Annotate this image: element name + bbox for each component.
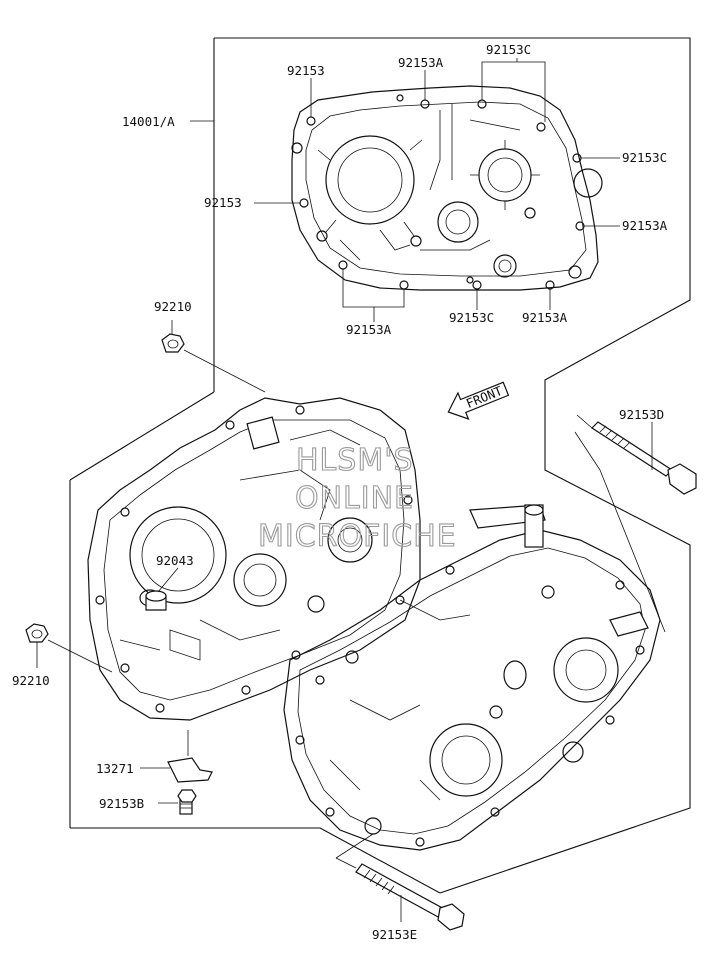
watermark-line-3: MICROFICHE <box>258 519 457 554</box>
crankcase-left-half <box>87 397 421 721</box>
bolt-long-e <box>335 833 465 931</box>
part-labels: 14001/A 92153 92153A 92153C 92153C 92153… <box>12 42 668 942</box>
label-bolt-top-3: 92153C <box>486 42 531 57</box>
crankcase-right-half <box>283 504 661 851</box>
label-bolt-top-2: 92153A <box>398 55 444 70</box>
watermark: HLSM'S ONLINE MICROFICHE <box>257 442 457 554</box>
label-crankcase-set: 14001/A <box>122 114 175 129</box>
bolt-b <box>158 789 197 815</box>
label-nut-lower: 92210 <box>12 673 50 688</box>
label-bolt-right-2: 92153A <box>622 218 668 233</box>
watermark-line-1: HLSM'S <box>296 443 414 478</box>
label-bolt-b: 92153B <box>99 796 144 811</box>
label-bolt-right-1: 92153C <box>622 150 667 165</box>
label-dowel-pin: 92043 <box>156 553 194 568</box>
plate <box>140 730 213 783</box>
nut-lower <box>25 623 113 673</box>
label-bolt-bottom-3: 92153A <box>522 310 568 325</box>
front-arrow <box>447 381 510 420</box>
bolt-long-d <box>574 414 697 633</box>
front-arrow-label: FRONT <box>464 383 505 411</box>
label-bolt-long-e: 92153E <box>372 927 417 942</box>
leader-lines-top <box>190 58 620 322</box>
label-bolt-left-1: 92153 <box>204 195 242 210</box>
label-bolt-top-1: 92153 <box>287 63 325 78</box>
label-nut-upper: 92210 <box>154 299 192 314</box>
label-plate: 13271 <box>96 761 134 776</box>
label-bolt-bottom-1: 92153A <box>346 322 392 337</box>
assembly-outline <box>69 37 691 894</box>
watermark-line-2: ONLINE <box>295 481 414 516</box>
dowel-pin <box>145 567 179 611</box>
label-bolt-long-d: 92153D <box>619 407 664 422</box>
crankcase-inner-view <box>291 85 603 291</box>
label-bolt-bottom-2: 92153C <box>449 310 494 325</box>
nut-upper <box>161 320 266 393</box>
